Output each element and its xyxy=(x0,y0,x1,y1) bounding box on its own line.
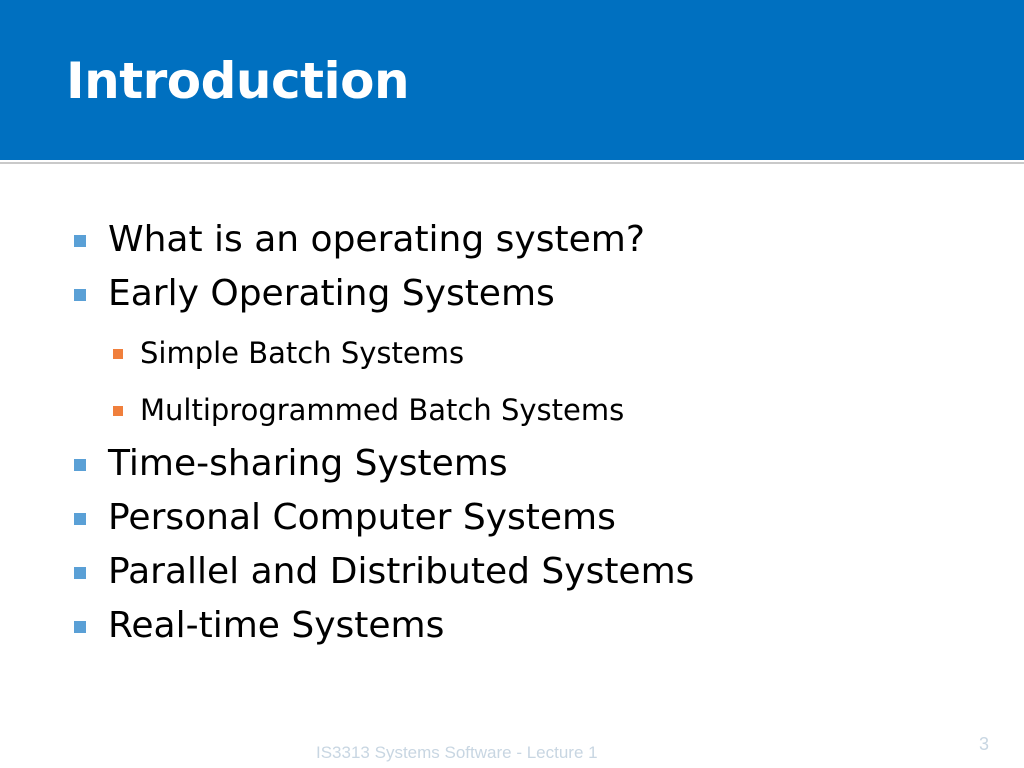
slide-footer: IS3313 Systems Software - Lecture 1 xyxy=(316,743,598,762)
bullet-item: Early Operating Systems xyxy=(74,273,555,314)
sub-bullet-item: Multiprogrammed Batch Systems xyxy=(113,393,625,427)
bullet-item: Personal Computer Systems xyxy=(74,497,616,538)
square-bullet-icon xyxy=(74,459,86,471)
bullet-text: Real-time Systems xyxy=(108,605,445,646)
square-bullet-icon xyxy=(74,567,86,579)
bullet-text: Early Operating Systems xyxy=(108,273,555,314)
square-bullet-icon xyxy=(113,349,123,359)
square-bullet-icon xyxy=(74,621,86,633)
bullet-item: Time-sharing Systems xyxy=(74,443,508,484)
bullet-text: Time-sharing Systems xyxy=(108,443,508,484)
square-bullet-icon xyxy=(74,513,86,525)
bullet-item: Parallel and Distributed Systems xyxy=(74,551,695,592)
bullet-text: What is an operating system? xyxy=(108,219,645,260)
slide-title: Introduction xyxy=(66,52,410,110)
page-number: 3 xyxy=(979,734,990,754)
square-bullet-icon xyxy=(74,289,86,301)
bullet-text: Personal Computer Systems xyxy=(108,497,616,538)
square-bullet-icon xyxy=(74,235,86,247)
bullet-text: Simple Batch Systems xyxy=(140,336,465,370)
bullet-item: What is an operating system? xyxy=(74,219,645,260)
title-bar: Introduction xyxy=(0,0,1024,160)
sub-bullet-item: Simple Batch Systems xyxy=(113,336,465,370)
bullet-text: Parallel and Distributed Systems xyxy=(108,551,695,592)
square-bullet-icon xyxy=(113,406,123,416)
bullet-text: Multiprogrammed Batch Systems xyxy=(140,393,625,427)
bullet-item: Real-time Systems xyxy=(74,605,445,646)
title-divider xyxy=(0,160,1024,166)
